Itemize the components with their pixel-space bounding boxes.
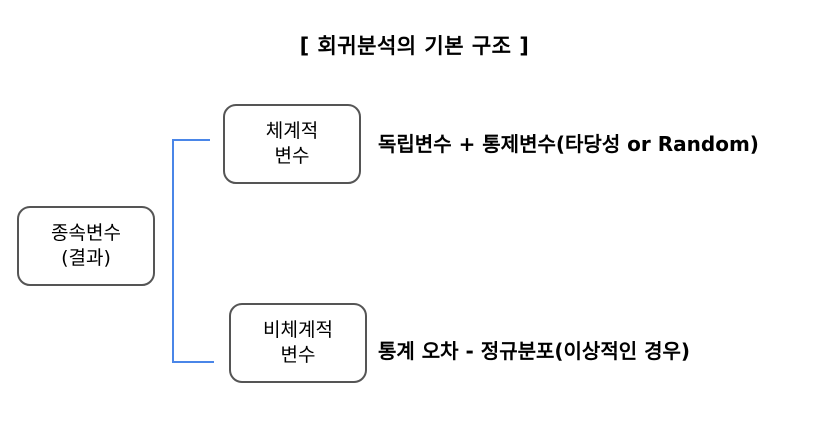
nonsystematic-variable-sublabel: 변수 [280,344,316,366]
bracket-line [172,139,214,363]
nonsystematic-variable-label: 비체계적 [263,319,333,341]
systematic-variable-sublabel: 변수 [274,145,310,167]
dependent-variable-sublabel: (결과) [61,247,111,269]
nonsystematic-variable-box: 비체계적 변수 [229,303,367,383]
systematic-variable-label: 체계적 [265,120,319,142]
dependent-variable-label: 종속변수 [51,222,121,244]
systematic-variable-box: 체계적 변수 [223,104,361,184]
nonsystematic-description: 통계 오차 - 정규분포(이상적인 경우) [378,339,691,363]
systematic-description: 독립변수 + 통제변수(타당성 or Random) [378,132,759,156]
dependent-variable-box: 종속변수 (결과) [17,206,155,286]
diagram-title: [ 회귀분석의 기본 구조 ] [299,34,530,58]
